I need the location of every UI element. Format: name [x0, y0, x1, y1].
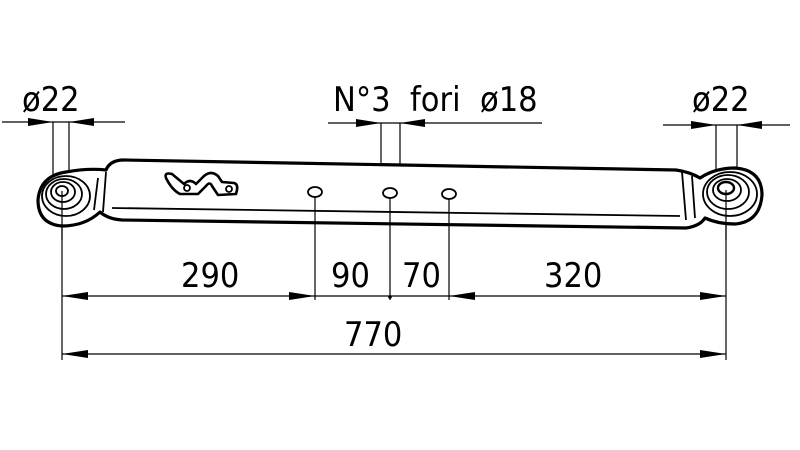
- bracket-detail: [164, 171, 239, 197]
- right-eye-diameter-label: ø22: [692, 80, 750, 120]
- left-eye: [41, 175, 91, 240]
- left-eye-diameter-label: ø22: [22, 80, 80, 120]
- right-diameter-callout: ø22: [663, 80, 790, 180]
- overall-dimension: 770: [62, 315, 726, 358]
- dim-70: 70: [402, 256, 441, 296]
- dim-90: 90: [331, 256, 370, 296]
- holes-callout-label: N°3 fori ø18: [333, 80, 538, 120]
- dim-290: 290: [181, 256, 239, 296]
- dim-320: 320: [544, 256, 602, 296]
- holes-callout: N°3 fori ø18: [328, 80, 542, 190]
- left-diameter-callout: ø22: [2, 80, 125, 175]
- dim-770: 770: [344, 315, 402, 355]
- holes: [307, 186, 457, 300]
- segment-dimensions: 290 90 70 320: [62, 256, 726, 300]
- arm-body: [36, 158, 764, 230]
